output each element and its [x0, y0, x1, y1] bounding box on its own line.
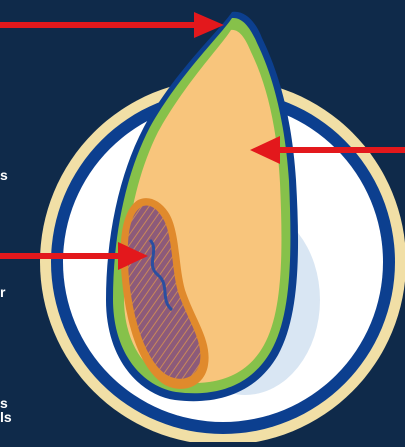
edge-text-fragment-2: r	[0, 285, 5, 299]
edge-text-fragment-4: ls	[0, 410, 12, 424]
edge-text-fragment-3: s	[0, 396, 8, 410]
germ-arrow-shaft	[0, 253, 120, 259]
endosperm-arrow-shaft	[278, 147, 405, 153]
hull-arrow	[0, 12, 224, 38]
edge-text-fragment-1: s	[0, 168, 8, 182]
hull-arrow-shaft	[0, 22, 196, 28]
seed	[106, 12, 298, 401]
